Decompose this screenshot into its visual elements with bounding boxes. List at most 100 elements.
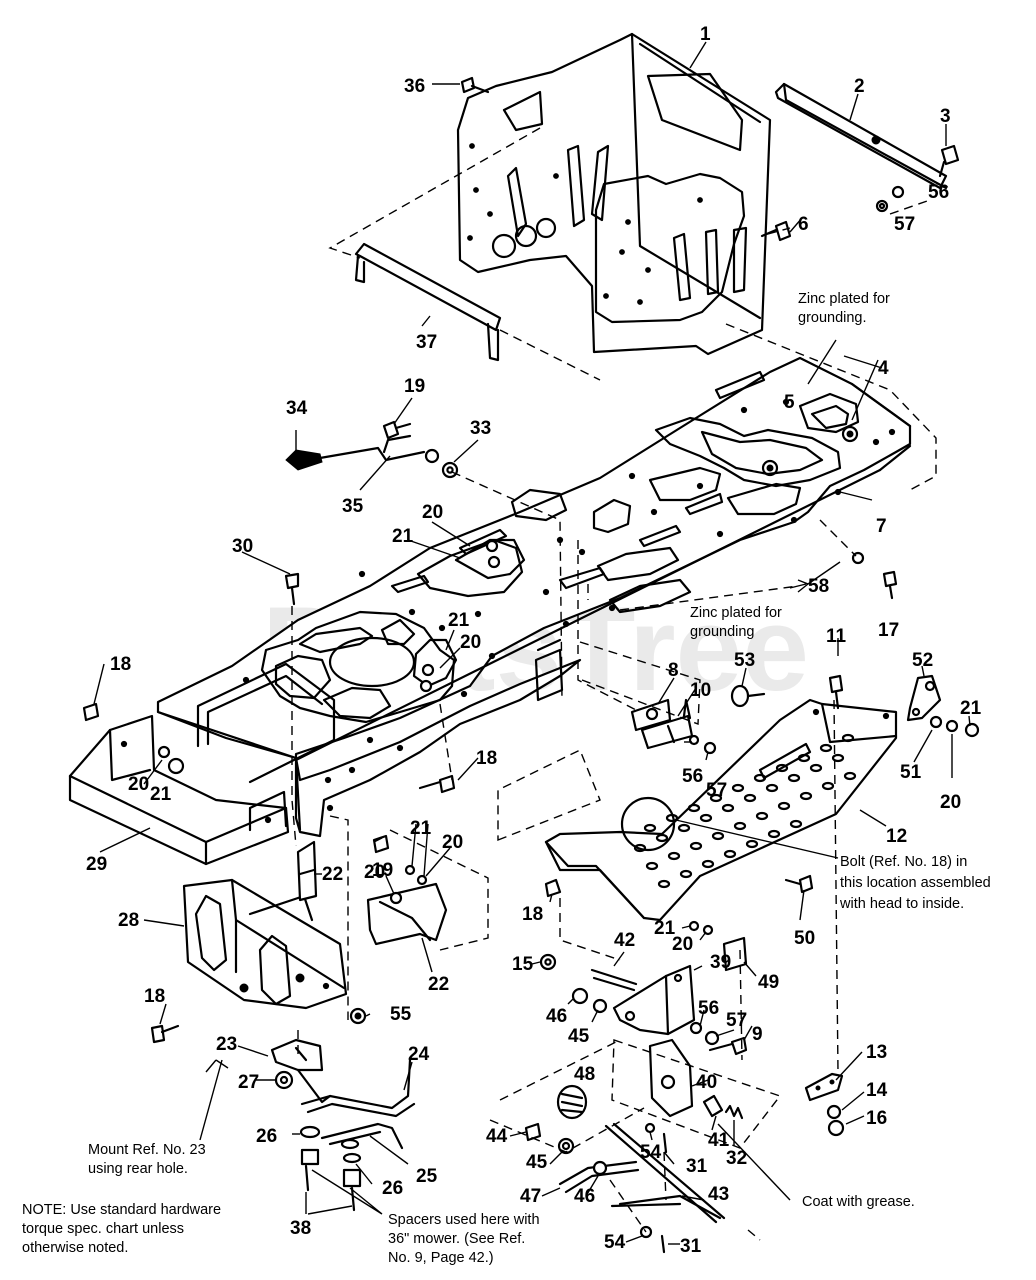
hitch-plate-part-28 bbox=[182, 878, 348, 1010]
callout-23: 23 bbox=[216, 1034, 237, 1055]
callout-27: 27 bbox=[238, 1072, 259, 1093]
callout-48: 48 bbox=[574, 1064, 595, 1085]
annotation-notes: Zinc plated for grounding. Zinc plated f… bbox=[22, 291, 991, 1266]
callout-18: 18 bbox=[110, 654, 131, 675]
bracket-bar-part-2 bbox=[774, 82, 948, 190]
callout-14: 14 bbox=[866, 1080, 888, 1101]
spacers-note-line2: 36" mower. (See Ref. bbox=[388, 1231, 525, 1247]
callout-25: 25 bbox=[416, 1166, 438, 1187]
callout-5: 5 bbox=[784, 392, 795, 413]
callout-39: 39 bbox=[710, 952, 731, 973]
callout-32: 32 bbox=[726, 1148, 747, 1169]
callout-7: 7 bbox=[876, 516, 887, 537]
callout-12: 12 bbox=[886, 826, 907, 847]
bracket-part-8 bbox=[630, 698, 672, 732]
callout-58: 58 bbox=[808, 576, 829, 597]
callout-30: 30 bbox=[232, 536, 253, 557]
rod-part-47 bbox=[558, 1160, 640, 1194]
hardware-top-right bbox=[875, 144, 960, 213]
front-channel-part-29 bbox=[68, 714, 290, 866]
bracket-part-22-upper bbox=[296, 840, 318, 902]
callout-53: 53 bbox=[734, 650, 755, 671]
callout-36: 36 bbox=[404, 76, 425, 97]
callout-56: 56 bbox=[928, 182, 949, 203]
callout-40: 40 bbox=[696, 1072, 717, 1093]
callout-numbers: 1 2 3 36 6 56 57 37 4 5 7 19 33 34 35 20… bbox=[86, 24, 982, 1257]
bracket-part-52 bbox=[906, 674, 942, 722]
bolt-part-6 bbox=[760, 220, 792, 242]
callout-22: 22 bbox=[322, 864, 343, 885]
callout-34: 34 bbox=[286, 398, 308, 419]
footrest-plate-part-12 bbox=[544, 698, 898, 922]
zinc-note-top-line2: grounding. bbox=[798, 310, 867, 326]
callout-28: 28 bbox=[118, 910, 139, 931]
mount-note-line2: using rear hole. bbox=[88, 1161, 188, 1177]
callout-19: 19 bbox=[404, 376, 425, 397]
callout-31: 31 bbox=[686, 1156, 708, 1177]
callout-41: 41 bbox=[708, 1130, 730, 1151]
main-frame-part-7 bbox=[156, 356, 912, 838]
callout-3: 3 bbox=[940, 106, 951, 127]
callout-46: 46 bbox=[574, 1186, 595, 1207]
callout-8: 8 bbox=[668, 660, 679, 681]
callout-21: 21 bbox=[392, 526, 414, 547]
callout-57: 57 bbox=[706, 780, 727, 801]
callout-21: 21 bbox=[654, 918, 676, 939]
bolt-note-line3: with head to inside. bbox=[839, 896, 964, 912]
callout-20: 20 bbox=[672, 934, 693, 955]
callout-20: 20 bbox=[460, 632, 481, 653]
callout-37: 37 bbox=[416, 332, 437, 353]
callout-55: 55 bbox=[390, 1004, 412, 1025]
callout-45: 45 bbox=[526, 1152, 548, 1173]
lever-rod-part-43 bbox=[604, 1122, 726, 1224]
bolt-note-line1: Bolt (Ref. No. 18) in bbox=[840, 854, 967, 870]
spacers-note-line1: Spacers used here with bbox=[388, 1212, 540, 1228]
callout-31: 31 bbox=[680, 1236, 702, 1257]
callout-44: 44 bbox=[486, 1126, 508, 1147]
callout-20: 20 bbox=[364, 862, 385, 883]
bracket-part-37 bbox=[354, 242, 502, 362]
callout-35: 35 bbox=[342, 496, 364, 517]
callout-21: 21 bbox=[448, 610, 470, 631]
callout-56: 56 bbox=[698, 998, 719, 1019]
callout-1: 1 bbox=[700, 24, 711, 45]
callout-20: 20 bbox=[128, 774, 149, 795]
lever-part-35 bbox=[318, 434, 440, 464]
callout-26: 26 bbox=[256, 1126, 277, 1147]
callout-18: 18 bbox=[144, 986, 165, 1007]
torque-note-line2: torque spec. chart unless bbox=[22, 1221, 184, 1237]
callout-26: 26 bbox=[382, 1178, 403, 1199]
spacers-note-line3: No. 9, Page 42.) bbox=[388, 1250, 494, 1266]
callout-10: 10 bbox=[690, 680, 711, 701]
callout-13: 13 bbox=[866, 1042, 887, 1063]
callout-18: 18 bbox=[522, 904, 543, 925]
callout-20: 20 bbox=[940, 792, 961, 813]
callout-43: 43 bbox=[708, 1184, 729, 1205]
callout-57: 57 bbox=[894, 214, 915, 235]
callout-47: 47 bbox=[520, 1186, 541, 1207]
bracket-part-39 bbox=[612, 964, 696, 1036]
bracket-part-23 bbox=[270, 1038, 332, 1104]
callout-9: 9 bbox=[752, 1024, 763, 1045]
callout-21: 21 bbox=[410, 818, 432, 839]
mount-note-line1: Mount Ref. No. 23 bbox=[88, 1142, 206, 1158]
callout-52: 52 bbox=[912, 650, 933, 671]
leader-lines bbox=[93, 41, 971, 1245]
callout-57: 57 bbox=[726, 1010, 747, 1031]
callout-45: 45 bbox=[568, 1026, 590, 1047]
callout-54: 54 bbox=[640, 1142, 662, 1163]
bolt-note-line2: this location assembled bbox=[840, 875, 991, 891]
zinc-note-mid-line2: grounding bbox=[690, 624, 755, 640]
callout-33: 33 bbox=[470, 418, 491, 439]
callout-24: 24 bbox=[408, 1044, 430, 1065]
hardware-pieces bbox=[82, 420, 980, 1254]
torque-note-line3: otherwise noted. bbox=[22, 1240, 128, 1256]
callout-56: 56 bbox=[682, 766, 703, 787]
callout-21: 21 bbox=[960, 698, 982, 719]
callout-29: 29 bbox=[86, 854, 107, 875]
callout-2: 2 bbox=[854, 76, 865, 97]
rod-part-25 bbox=[320, 1122, 404, 1150]
callout-20: 20 bbox=[442, 832, 463, 853]
callout-18: 18 bbox=[476, 748, 497, 769]
